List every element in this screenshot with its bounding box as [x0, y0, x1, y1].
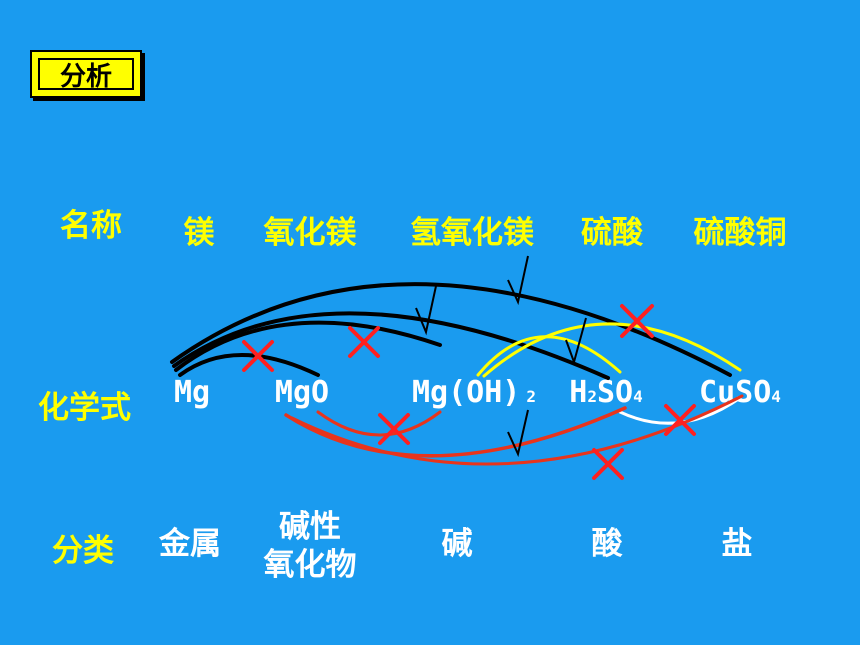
category-base: 碱	[442, 525, 473, 563]
arc-mgoh2-cuso4	[482, 322, 742, 378]
formula-h2so4-h: H	[569, 375, 588, 410]
formula-mg-oh-2: Mg(OH) 2	[412, 375, 536, 410]
category-metal-line1: 金属	[159, 526, 221, 562]
check-marks	[415, 255, 587, 458]
category-basic-oxide: 碱性 氧化物	[264, 508, 357, 584]
category-metal: 金属	[159, 525, 221, 563]
cross-h2so4-cuso4	[664, 404, 696, 436]
formula-mgo: MgO	[275, 375, 329, 410]
cross-mgo-cuso4	[592, 448, 624, 480]
category-acid-line1: 酸	[591, 526, 623, 562]
formula-h2so4: H2SO4	[569, 375, 642, 410]
arc-mg-mgoh2	[174, 320, 442, 372]
category-basic-oxide-line1: 碱性	[279, 509, 341, 545]
name-sulfuric-acid: 硫酸	[581, 215, 643, 251]
analysis-badge: 分析	[30, 50, 142, 98]
formula-cuso4-sub: 4	[771, 387, 781, 406]
row-label-formula: 化学式	[38, 390, 131, 426]
name-magnesium-oxide: 氧化镁	[263, 215, 357, 251]
arc-mg-cuso4	[170, 282, 732, 377]
formula-h2so4-sub2: 4	[633, 387, 643, 406]
row-label-name: 名称	[60, 208, 122, 244]
arc-mgo-mgoh2	[316, 410, 442, 437]
formula-cuso4-main: CuSO	[699, 375, 772, 410]
check-mgo-h2so4	[507, 409, 529, 458]
check-mg-h2so4	[415, 285, 437, 336]
check-mgoh2-h2so4	[565, 317, 587, 366]
category-salt: 盐	[722, 525, 753, 563]
formula-mg-main: Mg	[173, 375, 211, 410]
formula-mg: Mg	[174, 375, 210, 410]
category-acid: 酸	[592, 525, 623, 563]
category-salt-line1: 盐	[721, 526, 753, 562]
formula-mg-oh-2-main: Mg(OH)	[411, 375, 521, 410]
formula-h2so4-sub1: 2	[587, 387, 597, 406]
cross-mgo-mgoh2	[378, 413, 410, 445]
name-copper-sulfate: 硫酸铜	[693, 215, 787, 251]
analysis-badge-label: 分析	[38, 58, 134, 92]
arc-mg-h2so4	[172, 311, 610, 380]
arc-mgo-h2so4	[284, 406, 627, 458]
formula-cuso4: CuSO4	[699, 375, 781, 410]
formula-mgo-main: MgO	[274, 375, 330, 410]
category-base-line1: 碱	[441, 526, 473, 562]
cross-mgoh2-cuso4	[620, 304, 654, 338]
category-basic-oxide-line2: 氧化物	[263, 547, 357, 583]
cross-marks	[242, 304, 696, 480]
name-magnesium: 镁	[183, 215, 215, 251]
row-label-category: 分类	[52, 533, 114, 569]
formula-h2so4-so: SO	[596, 375, 634, 410]
formula-mg-oh-2-sub: 2	[526, 387, 537, 406]
cross-mg-mgo	[242, 340, 274, 372]
name-magnesium-hydroxide: 氢氧化镁	[410, 215, 534, 251]
cross-mg-mgoh2	[348, 326, 380, 358]
arc-mg-mgo	[178, 353, 320, 377]
check-mg-cuso4	[507, 255, 529, 306]
